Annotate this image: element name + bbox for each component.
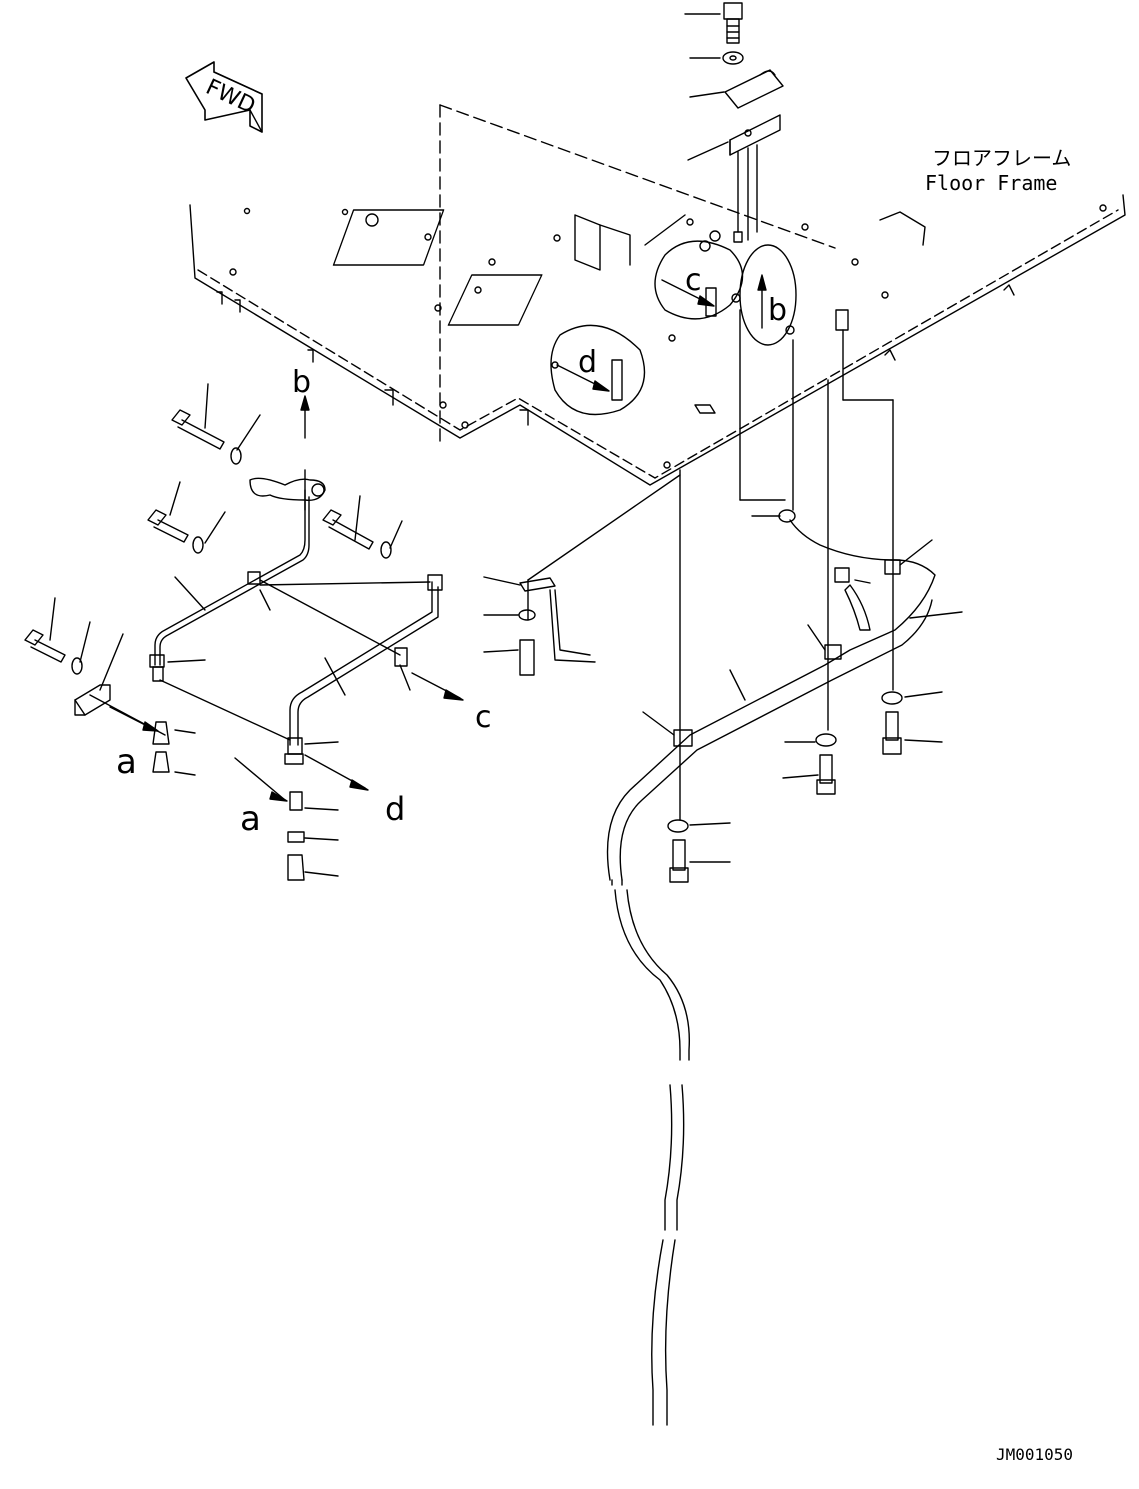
top-block bbox=[687, 114, 781, 243]
top-washer bbox=[689, 51, 744, 65]
detail-circle-c bbox=[654, 240, 744, 320]
callout-d-lower: d bbox=[385, 790, 405, 828]
top-bolt bbox=[684, 2, 743, 44]
callout-a-left: a bbox=[116, 742, 137, 782]
floor-frame-jp-label: フロアフレーム bbox=[932, 146, 1071, 170]
right-hose bbox=[606, 309, 963, 1426]
floor-frame-en-label: Floor Frame bbox=[925, 171, 1057, 195]
detail-circle-b bbox=[739, 244, 797, 346]
callout-c-lower: c bbox=[475, 700, 492, 735]
left-tube-assembly bbox=[49, 383, 464, 877]
callout-b-lower: b bbox=[292, 365, 311, 400]
right-bolts bbox=[667, 691, 943, 883]
top-clip bbox=[689, 69, 784, 109]
callout-b-upper: b bbox=[768, 293, 787, 328]
fwd-arrow-icon bbox=[185, 61, 263, 133]
drawing-id: JM001050 bbox=[996, 1445, 1073, 1464]
callout-d-upper: d bbox=[578, 345, 597, 380]
middle-bracket bbox=[483, 474, 681, 676]
callout-c-upper: c bbox=[685, 263, 702, 298]
left-bolts bbox=[24, 409, 392, 881]
detail-circle-d bbox=[550, 324, 646, 416]
floor-frame-plate bbox=[189, 104, 1126, 486]
callout-a-mid: a bbox=[240, 799, 261, 839]
fwd-label: FWD bbox=[202, 75, 259, 119]
